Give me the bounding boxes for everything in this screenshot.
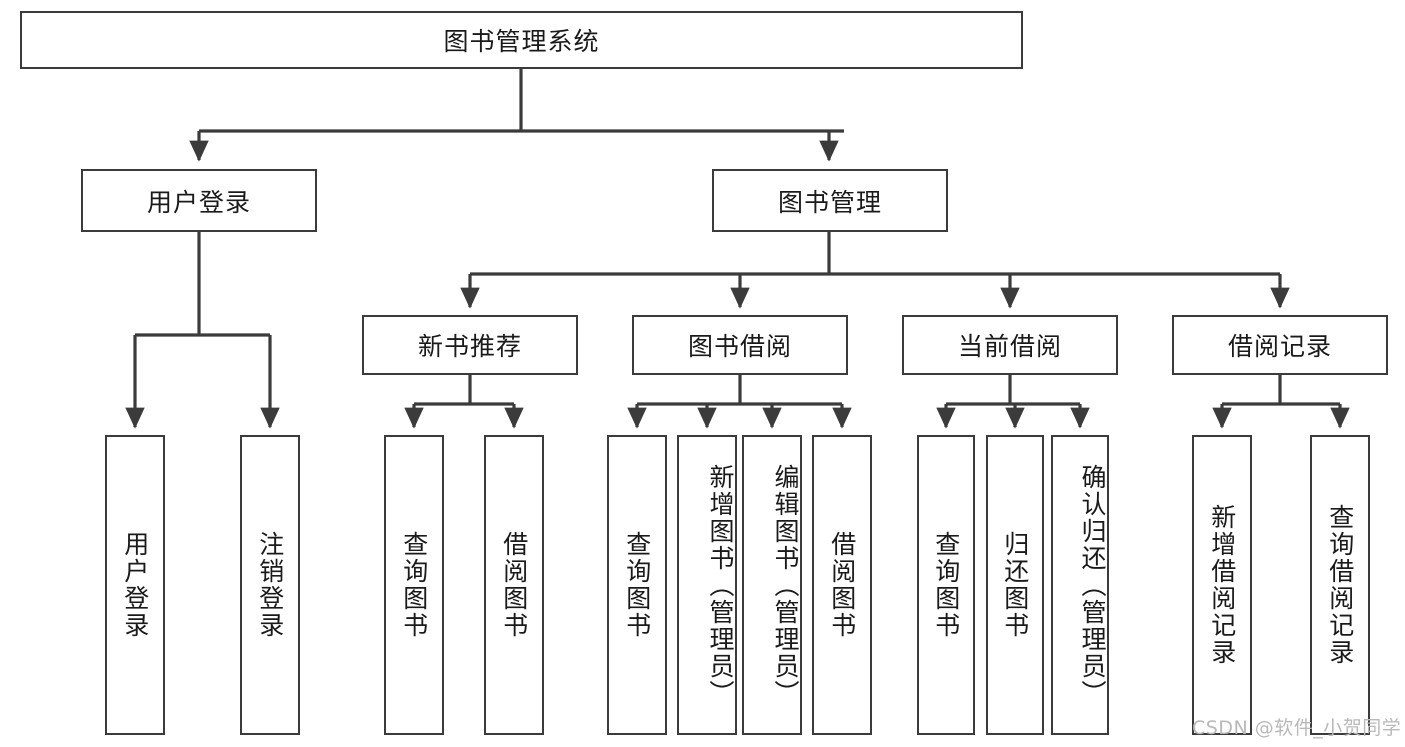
- leaf-label: 查询图书: [399, 531, 429, 639]
- leaf-user-login-signout[interactable]: 注销登录: [240, 435, 300, 735]
- node-user-login[interactable]: 用户登录: [81, 169, 317, 232]
- leaf-borrow-add-book[interactable]: 新增图书（管理员）: [677, 435, 737, 735]
- node-borrow-records[interactable]: 借阅记录: [1172, 315, 1388, 375]
- leaf-label: 用户登录: [120, 531, 150, 639]
- leaf-borrow-borrow-book[interactable]: 借阅图书: [812, 435, 872, 735]
- node-book-borrow[interactable]: 图书借阅: [632, 315, 848, 375]
- node-current-borrow-label: 当前借阅: [957, 332, 1062, 361]
- node-root-label: 图书管理系统: [443, 27, 600, 56]
- leaf-label: 注销登录: [255, 531, 285, 639]
- leaf-current-confirm-return[interactable]: 确认归还（管理员）: [1051, 435, 1109, 735]
- leaf-current-return-book[interactable]: 归还图书: [986, 435, 1044, 735]
- node-new-book-recommend[interactable]: 新书推荐: [362, 315, 578, 375]
- node-new-book-recommend-label: 新书推荐: [417, 332, 522, 361]
- leaf-current-query-book[interactable]: 查询图书: [917, 435, 975, 735]
- leaf-new-book-query[interactable]: 查询图书: [384, 435, 444, 735]
- leaf-records-add-record[interactable]: 新增借阅记录: [1192, 435, 1252, 735]
- leaf-label: 查询图书: [931, 531, 961, 639]
- leaf-label: 新增图书（管理员）: [706, 463, 735, 707]
- node-book-management[interactable]: 图书管理: [712, 169, 948, 232]
- leaf-label: 借阅图书: [499, 531, 529, 639]
- leaf-records-query-record[interactable]: 查询借阅记录: [1310, 435, 1370, 735]
- leaf-borrow-query-book[interactable]: 查询图书: [607, 435, 667, 735]
- node-current-borrow[interactable]: 当前借阅: [902, 315, 1118, 375]
- node-user-login-label: 用户登录: [146, 187, 251, 217]
- leaf-borrow-edit-book[interactable]: 编辑图书（管理员）: [742, 435, 802, 735]
- leaf-new-book-borrow[interactable]: 借阅图书: [484, 435, 544, 735]
- node-root[interactable]: 图书管理系统: [20, 11, 1023, 69]
- leaf-label: 编辑图书（管理员）: [771, 463, 800, 707]
- watermark-text: CSDN @软件_小贺同学: [1192, 717, 1402, 739]
- leaf-label: 新增借阅记录: [1207, 504, 1237, 666]
- leaf-label: 确认归还（管理员）: [1078, 463, 1107, 707]
- leaf-label: 查询图书: [622, 531, 652, 639]
- leaf-user-login-signin[interactable]: 用户登录: [105, 435, 165, 735]
- node-book-borrow-label: 图书借阅: [687, 332, 792, 361]
- leaf-label: 借阅图书: [827, 531, 857, 639]
- leaf-label: 查询借阅记录: [1325, 504, 1355, 666]
- leaf-label: 归还图书: [1000, 531, 1030, 639]
- node-borrow-records-label: 借阅记录: [1227, 332, 1332, 361]
- node-book-management-label: 图书管理: [777, 187, 882, 217]
